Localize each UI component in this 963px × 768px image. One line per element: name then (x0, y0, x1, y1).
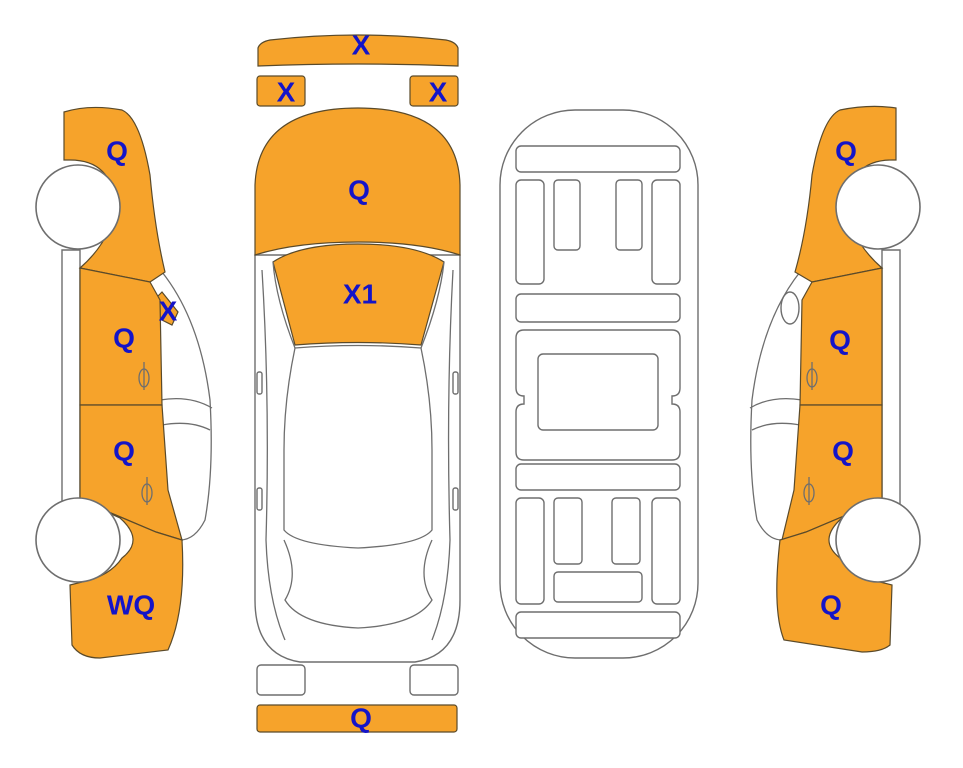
hood-panel[interactable] (254, 107, 461, 256)
windshield-panel[interactable] (272, 243, 445, 346)
rear-left-light-panel[interactable] (256, 664, 306, 696)
right-handle-top-view (452, 487, 459, 511)
left-front-wheel-icon (35, 164, 121, 250)
right-side-window-line-2 (751, 422, 801, 431)
left-side-glass-outline (161, 271, 212, 541)
left-rear-door-label: Q (113, 436, 135, 467)
underbody-front-left-inner (553, 179, 581, 251)
top-view-left-side-line (261, 269, 286, 641)
right-front-door-handle-icon (806, 362, 818, 390)
underbody-rear-left-rail (515, 497, 545, 605)
right-mirror-icon (780, 291, 800, 325)
top-view-body-outline (254, 254, 461, 663)
top-view-rear-window (283, 539, 433, 629)
left-front-door-label: Q (113, 323, 135, 354)
front-bumper-panel[interactable] (257, 34, 459, 67)
front-bumper-label: X (352, 30, 371, 61)
top-view-right-side-line (431, 269, 454, 641)
left-side-window-line (159, 397, 213, 409)
front-left-light-label: X (277, 77, 296, 108)
front-right-light-label: X (429, 77, 448, 108)
front-right-light-panel[interactable] (409, 75, 459, 107)
right-rear-door-label: Q (832, 436, 854, 467)
underbody-center-panel (537, 353, 659, 431)
windshield-label: X1 (343, 279, 377, 310)
left-front-door-handle-icon (138, 362, 150, 390)
rear-right-light-panel[interactable] (409, 664, 459, 696)
right-side-glass-outline (750, 271, 801, 541)
left-side-window-line-2 (161, 422, 211, 431)
right-front-fender-label: Q (835, 136, 857, 167)
hood-label: Q (348, 175, 370, 206)
left-rear-wheel-icon (35, 497, 121, 583)
right-rear-quarter-panel[interactable] (776, 499, 893, 653)
right-front-door-panel[interactable] (799, 267, 883, 406)
right-rear-wheel-icon (835, 497, 921, 583)
underbody-rear-right-inner (611, 497, 641, 565)
underbody-rear-cross (553, 571, 643, 603)
rear-bumper-label: Q (350, 703, 372, 734)
right-rear-quarter-label: Q (820, 590, 842, 621)
top-view-right-pillar (420, 261, 445, 349)
right-side-rocker (881, 249, 901, 506)
left-rear-door-handle-icon (141, 477, 153, 505)
left-handle-top-view (256, 487, 263, 511)
left-mirror-label: X (159, 296, 178, 327)
left-rear-quarter-label: WQ (107, 590, 155, 621)
right-side-window-line (749, 397, 803, 409)
underbody-front-left-rail (515, 179, 545, 285)
underbody-mid-bar-1 (515, 293, 681, 323)
rear-bumper-panel[interactable] (256, 704, 458, 733)
underbody-front-right-rail (651, 179, 681, 285)
underbody-rear-left-inner (553, 497, 583, 565)
underbody-front-bar (515, 145, 681, 173)
left-mirror-top-view (256, 371, 263, 395)
underbody-rear-right-rail (651, 497, 681, 605)
left-side-rocker (61, 249, 81, 506)
underbody-mid-bar-2 (515, 463, 681, 491)
underbody-front-right-inner (615, 179, 643, 251)
right-rear-door-handle-icon (803, 477, 815, 505)
underbody-rear-bar (515, 611, 681, 639)
right-mirror-top-view (452, 371, 459, 395)
left-rear-quarter-panel[interactable] (69, 499, 184, 659)
front-left-light-panel[interactable] (256, 75, 306, 107)
right-front-wheel-icon (835, 164, 921, 250)
top-view-roof-outline (283, 344, 433, 549)
left-front-fender-label: Q (106, 136, 128, 167)
top-view-left-pillar (272, 261, 296, 349)
right-front-door-label: Q (829, 325, 851, 356)
